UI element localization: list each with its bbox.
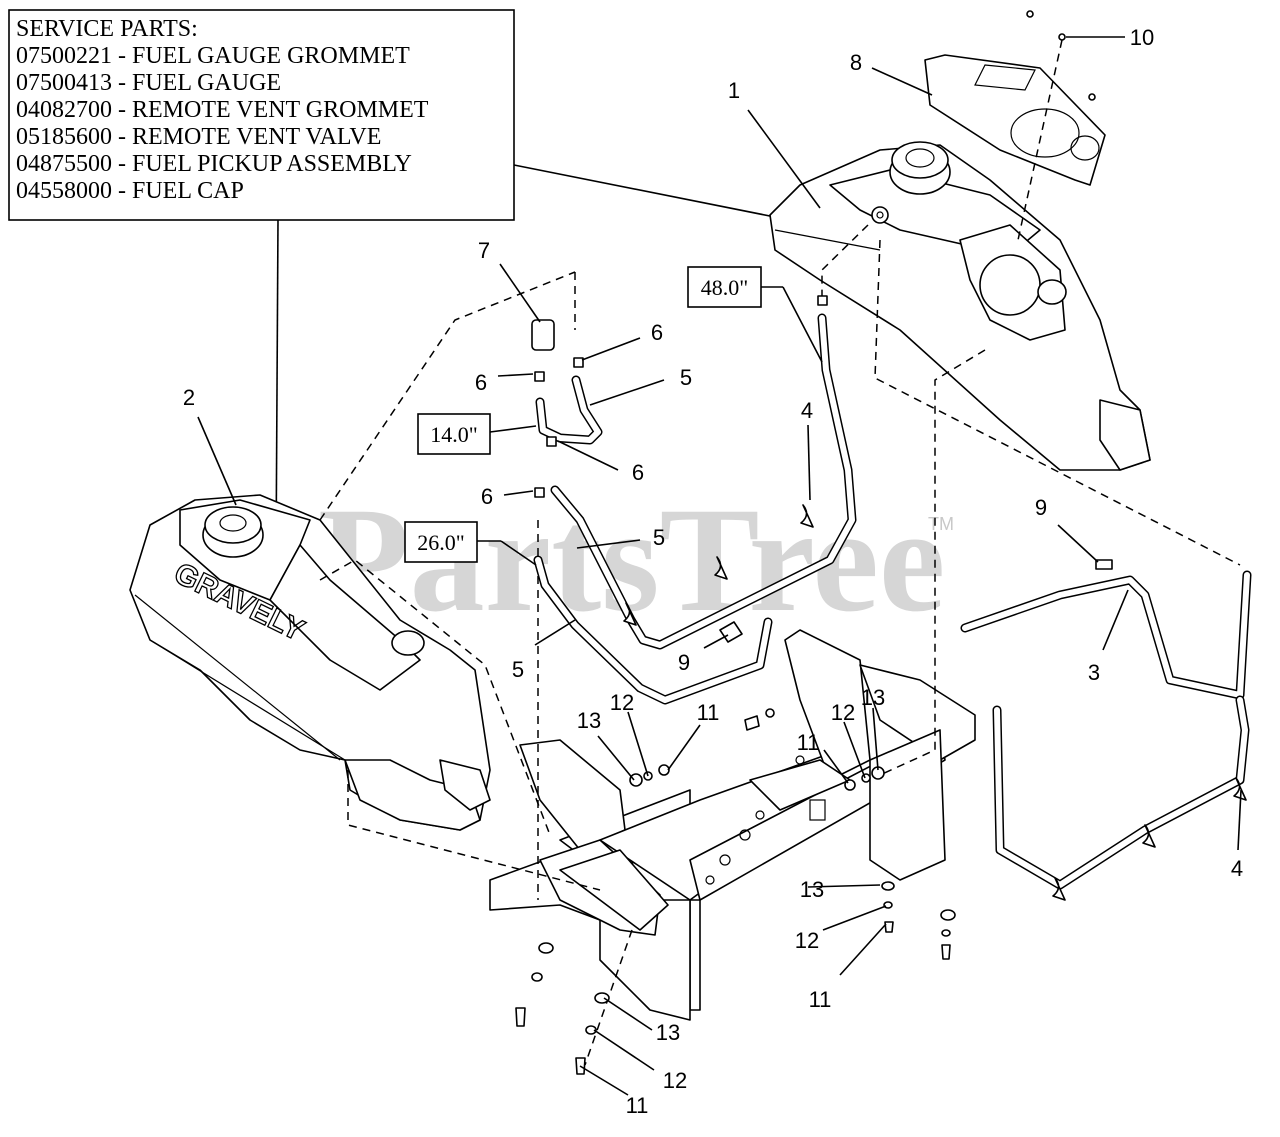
callout-13: 13	[656, 1020, 680, 1045]
callout-numbers: 1 2 3 4 4 5 5 5 6 6 6 6 7 8 9 9 10 11 11…	[183, 25, 1243, 1118]
assembly-dash-line	[821, 224, 869, 300]
callout-7: 7	[478, 238, 490, 263]
callout-leaders	[197, 36, 1242, 1096]
service-parts-leader-right	[513, 164, 801, 223]
callout-1: 1	[728, 78, 740, 103]
service-part-item: 04875500 - FUEL PICKUP ASSEMBLY	[16, 151, 412, 177]
assembly-dash-line	[319, 559, 551, 836]
service-parts-title: SERVICE PARTS:	[16, 16, 198, 42]
service-part-item: 07500413 - FUEL GAUGE	[16, 70, 281, 96]
callout-13: 13	[577, 708, 601, 733]
assembly-dash-line	[1017, 39, 1063, 241]
assembly-dash-line	[874, 239, 1241, 566]
assembly-dash-line	[879, 349, 986, 776]
assembly-dash-line	[347, 770, 601, 891]
service-part-item: 04558000 - FUEL CAP	[16, 178, 244, 204]
callout-5: 5	[512, 657, 524, 682]
callout-9: 9	[678, 650, 690, 675]
hose-length-48-label: 48.0"	[687, 266, 762, 308]
callout-3: 3	[1088, 660, 1100, 685]
fuel-hose-48	[550, 313, 857, 650]
callout-4: 4	[801, 398, 813, 423]
assembly-dash-line	[319, 271, 576, 521]
service-part-item: 04082700 - REMOTE VENT GROMMET	[16, 97, 429, 123]
hose-fittings	[515, 295, 1247, 1075]
hose-length-26-label: 26.0"	[404, 521, 478, 563]
watermark-trademark: TM	[928, 514, 954, 534]
callout-11: 11	[697, 700, 720, 725]
callout-12: 12	[610, 690, 634, 715]
callout-13: 13	[861, 685, 885, 710]
callout-8: 8	[850, 50, 862, 75]
hose-length-26-text: 26.0"	[417, 530, 464, 555]
callout-12: 12	[831, 700, 855, 725]
callout-4: 4	[1231, 856, 1243, 881]
callout-11: 11	[809, 987, 832, 1012]
frame-chassis	[489, 629, 976, 1021]
service-part-item: 07500221 - FUEL GAUGE GROMMET	[16, 43, 410, 69]
callout-12: 12	[663, 1068, 687, 1093]
screw-icon	[1058, 33, 1066, 41]
fuel-pickup-assembly	[960, 570, 1252, 890]
callout-6: 6	[632, 460, 644, 485]
callout-5: 5	[653, 525, 665, 550]
callout-11: 11	[626, 1093, 649, 1118]
callout-12: 12	[795, 928, 819, 953]
callout-6: 6	[475, 370, 487, 395]
fuel-tank-upper	[769, 141, 1151, 471]
callout-6: 6	[651, 320, 663, 345]
service-parts-box: SERVICE PARTS: 07500221 - FUEL GAUGE GRO…	[8, 9, 515, 221]
hose-length-14-text: 14.0"	[430, 422, 477, 447]
callout-9: 9	[1035, 495, 1047, 520]
callout-2: 2	[183, 385, 195, 410]
callout-5: 5	[680, 365, 692, 390]
callout-13: 13	[800, 877, 824, 902]
callout-6: 6	[481, 484, 493, 509]
screw-icon	[1026, 10, 1034, 18]
hose-length-48-text: 48.0"	[701, 275, 748, 300]
tank-top-panel	[924, 54, 1106, 186]
fuel-hose-14	[535, 375, 603, 445]
hose-length-14-label: 14.0"	[417, 413, 491, 455]
screw-icon	[1088, 93, 1096, 101]
callout-10: 10	[1130, 25, 1154, 50]
service-part-item: 05185600 - REMOTE VENT VALVE	[16, 124, 381, 150]
fuel-hose-26	[533, 555, 773, 705]
callout-11: 11	[797, 730, 820, 755]
